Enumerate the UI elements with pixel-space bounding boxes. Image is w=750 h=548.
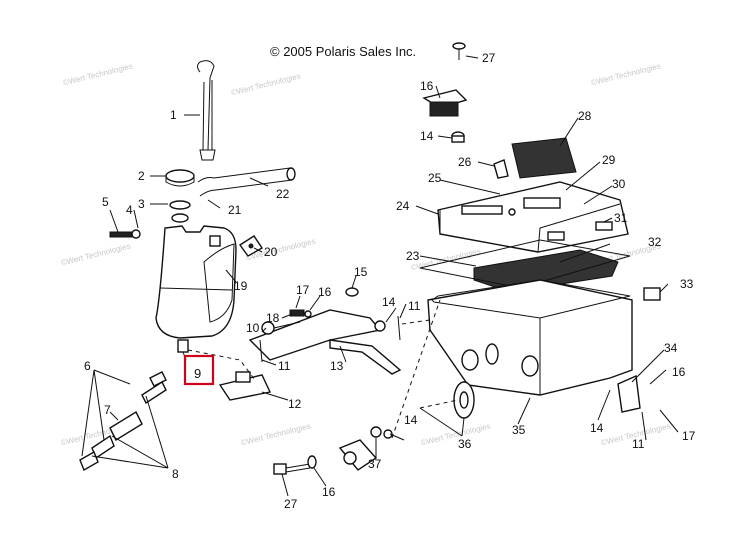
callout-11a: 11 (278, 359, 291, 373)
foam-filter-28 (511, 137, 577, 179)
cap-gasket (169, 200, 191, 223)
callout-17b: 17 (682, 429, 696, 443)
callout-22: 22 (276, 187, 290, 201)
callout-14d: 14 (590, 421, 604, 435)
callout-14c: 14 (404, 413, 418, 427)
callout-16d: 16 (322, 485, 336, 499)
callout-34: 34 (664, 341, 678, 355)
boot-36 (453, 381, 475, 419)
callout-14a: 14 (382, 295, 396, 309)
cover-clip-16 (422, 89, 468, 117)
callout-31: 31 (614, 211, 628, 225)
callout-29: 29 (602, 153, 616, 167)
callout-14b: 14 (420, 129, 434, 143)
callout-11c: 11 (408, 299, 421, 313)
vent-hose (197, 167, 296, 197)
callout-28: 28 (578, 109, 592, 123)
washer-37 (370, 426, 393, 439)
stud-11 (259, 315, 401, 363)
air-box-gasket-23 (419, 239, 631, 289)
bolt-27-bottom (273, 463, 311, 475)
callout-18: 18 (266, 311, 280, 325)
latch-33 (643, 287, 661, 301)
callout-25: 25 (428, 171, 442, 185)
bracket-12 (218, 371, 272, 401)
bolt-10 (261, 321, 301, 335)
highlight-box (183, 354, 215, 386)
dipstick (197, 60, 216, 161)
oil-tank (155, 225, 237, 339)
callout-16a: 16 (318, 285, 332, 299)
bracket-34 (617, 374, 641, 413)
callout-7: 7 (104, 403, 111, 417)
callout-36: 36 (458, 437, 472, 451)
callout-12: 12 (288, 397, 302, 411)
callout-6: 6 (84, 359, 91, 373)
callout-24: 24 (396, 199, 410, 213)
callout-17a: 17 (296, 283, 310, 297)
callout-19: 19 (234, 279, 248, 293)
callout-labels: 1 2 3 4 5 6 7 8 10 11 12 13 14 15 16 17 … (84, 51, 696, 511)
mount-bracket (238, 235, 263, 257)
bolt-27-top (452, 42, 466, 60)
tank-bolt (109, 229, 141, 239)
washer-16-bottom (307, 455, 317, 469)
highlighted-callout-9[interactable]: 9 (183, 354, 215, 386)
dashed-leaders (187, 299, 459, 439)
callout-13: 13 (330, 359, 344, 373)
callout-4: 4 (126, 203, 133, 217)
callout-23: 23 (406, 249, 420, 263)
callout-9: 9 (194, 366, 201, 381)
callout-8: 8 (172, 467, 179, 481)
callout-37: 37 (368, 457, 382, 471)
tank-support-bracket (248, 309, 402, 375)
air-box-cover (437, 181, 629, 253)
grommet-15 (345, 287, 359, 297)
callout-30: 30 (612, 177, 626, 191)
callout-11b: 11 (632, 437, 645, 451)
filter-element-32 (473, 249, 619, 293)
callout-33: 33 (680, 277, 694, 291)
grommet-14-top (451, 131, 465, 143)
clip-26 (493, 159, 509, 179)
callout-16c: 16 (672, 365, 686, 379)
callout-20: 20 (264, 245, 278, 259)
filler-cap (165, 169, 195, 187)
drain-hose-assembly (79, 371, 167, 472)
callout-32: 32 (648, 235, 662, 249)
callout-16b: 16 (420, 79, 434, 93)
air-box-base (427, 279, 633, 396)
callout-21: 21 (228, 203, 242, 217)
callout-2: 2 (138, 169, 145, 183)
callout-15: 15 (354, 265, 368, 279)
callout-27b: 27 (284, 497, 298, 511)
callout-10: 10 (246, 321, 260, 335)
callout-1: 1 (170, 108, 177, 122)
callout-26: 26 (458, 155, 472, 169)
callout-5: 5 (102, 195, 109, 209)
callout-27a: 27 (482, 51, 496, 65)
callout-3: 3 (138, 197, 145, 211)
callout-35: 35 (512, 423, 526, 437)
leader-lines (81, 55, 679, 497)
copyright-notice: © 2005 Polaris Sales Inc. (270, 44, 417, 59)
bolt-18 (289, 309, 312, 318)
